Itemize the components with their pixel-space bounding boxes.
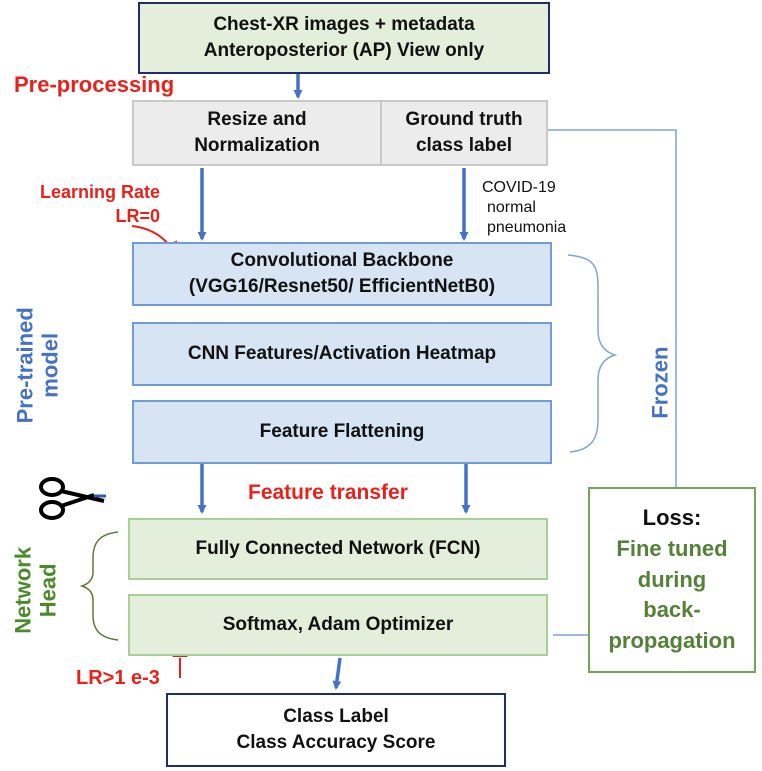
cnn-features-text: CNN Features/Activation Heatmap <box>187 343 497 365</box>
class-item: normal <box>487 199 536 216</box>
ground-truth-line-2: class label <box>415 135 513 156</box>
line-label-to-loss <box>548 129 677 487</box>
class-list: COVID-19 normal pneumonia <box>482 178 566 238</box>
pretrained-model-label: Pre-trained model <box>13 305 64 425</box>
output-box: Class Label Class Accuracy Score <box>166 693 506 767</box>
softmax-box: Softmax, Adam Optimizer <box>128 594 548 656</box>
preprocessing-title: Pre-processing <box>14 72 175 97</box>
ground-truth-line-1: Ground truth <box>405 109 523 131</box>
loss-line-1: Fine tuned <box>616 535 728 561</box>
class-item: pneumonia <box>487 219 567 236</box>
loss-title: Loss: <box>642 505 702 530</box>
fcn-text: Fully Connected Network (FCN) <box>195 538 481 560</box>
head-learning-rate: LR>1 e-3 <box>76 667 160 689</box>
network-head-label: Network Head <box>11 540 62 640</box>
output-line-1: Class Label <box>283 706 389 728</box>
backbone-line-2: (VGG16/Resnet50/ EfficientNetB0) <box>188 276 496 297</box>
output-line-2: Class Accuracy Score <box>236 732 436 753</box>
feature-flattening-text: Feature Flattening <box>259 421 425 443</box>
scissors-icon <box>39 477 106 520</box>
convolutional-backbone-box: Convolutional Backbone (VGG16/Resnet50/ … <box>132 242 552 306</box>
learning-rate-label: Learning Rate LR=0 <box>40 180 160 229</box>
learning-rate-title: Learning Rate <box>40 182 161 202</box>
ground-truth-box: Ground truth class label <box>380 100 548 166</box>
pretrained-line-1: Pre-trained <box>12 307 38 424</box>
feature-flattening-box: Feature Flattening <box>132 400 552 464</box>
brace-frozen <box>567 254 618 453</box>
network-head-line-2: Head <box>36 563 61 618</box>
fcn-box: Fully Connected Network (FCN) <box>128 518 548 580</box>
class-item: COVID-19 <box>482 179 556 196</box>
arrow-softmax-to-output <box>332 657 342 690</box>
frozen-label: Frozen <box>647 346 673 419</box>
resize-line-1: Resize and <box>207 109 307 131</box>
resize-line-2: Normalization <box>194 135 320 156</box>
pretrained-line-2: model <box>38 332 63 398</box>
loss-box: Loss: Fine tuned during back- propagatio… <box>588 487 756 673</box>
brace-network-head <box>79 531 119 641</box>
cnn-features-box: CNN Features/Activation Heatmap <box>132 322 552 386</box>
resize-normalization-box: Resize and Normalization <box>132 100 382 166</box>
softmax-text: Softmax, Adam Optimizer <box>222 614 454 636</box>
loss-line-2: during <box>637 566 707 592</box>
learning-rate-value: LR=0 <box>115 206 161 227</box>
input-line-1: Chest-XR images + metadata <box>213 14 475 36</box>
input-data-box: Chest-XR images + metadata Anteroposteri… <box>138 2 550 74</box>
backbone-line-1: Convolutional Backbone <box>230 250 454 272</box>
loss-line-4: propagation <box>608 628 736 654</box>
feature-transfer-label: Feature transfer <box>248 481 408 504</box>
loss-line-3: back- <box>643 597 701 623</box>
input-line-2: Anteroposterior (AP) View only <box>203 40 485 61</box>
network-head-line-1: Network <box>10 546 36 634</box>
